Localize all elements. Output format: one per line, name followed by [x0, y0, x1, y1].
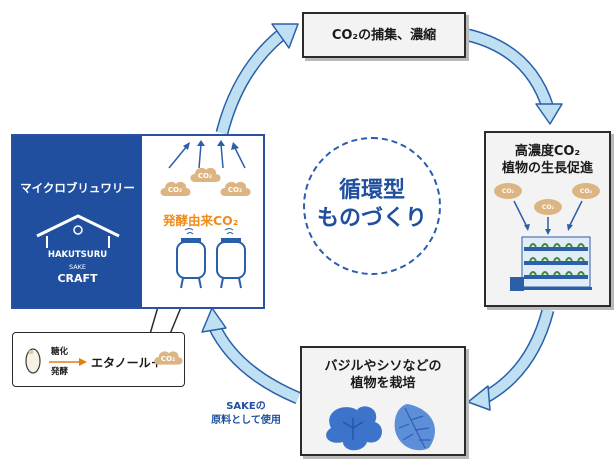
co2-cloud-label: CO₂ — [197, 172, 213, 180]
fermentation-co2-label: 発酵由来CO₂ — [163, 213, 239, 228]
co2-cloud-label: CO₂ — [167, 186, 183, 194]
co2-cloud-label: CO₂ — [160, 355, 176, 363]
cycle-arrow-icon — [201, 307, 301, 404]
fermentation-tank-icon — [176, 228, 206, 289]
logo-craft-text: CRAFT — [57, 272, 98, 285]
leaves-illustration — [326, 404, 435, 451]
ethanol-text: エタノール＋ — [91, 356, 163, 370]
fermentation-tanks — [176, 228, 246, 289]
co2-cloud-icon: CO₂ — [189, 166, 221, 186]
fermentation-label: 発酵 — [51, 367, 69, 377]
co2-cloud-icon: CO₂ — [572, 183, 600, 199]
fermentation-tank-icon — [216, 228, 246, 289]
sake-ingredient-label-1: SAKEの — [226, 401, 266, 412]
step-plant-cultivation-label-2: 植物を栽培 — [350, 376, 416, 391]
co2-cloud-icon: CO₂ — [534, 199, 562, 215]
step-plant-cultivation: バジルやシソなどの 植物を栽培 — [300, 346, 466, 456]
step-co2-capture: CO₂の捕集、濃縮 — [302, 12, 466, 58]
vertical-farm-icon — [510, 236, 592, 291]
step-plant-growth-label-2: 植物の生長促進 — [501, 161, 593, 176]
center-title-line-2: ものづくり — [316, 206, 427, 231]
leaf-icon — [326, 406, 382, 451]
step-plant-cultivation-label-1: バジルやシソなどの — [324, 359, 442, 374]
process-arrow — [49, 358, 87, 366]
step-co2-capture-label: CO₂の捕集、濃縮 — [331, 28, 437, 43]
svg-text:CO₂: CO₂ — [580, 188, 593, 195]
sake-brewery-roof-icon — [36, 214, 120, 248]
co2-cloud-icon: CO₂ — [159, 180, 191, 200]
brewery-brand-block: マイクロブリュワリー HAKUTSURU SAKE CRAFT — [13, 136, 142, 307]
saccharification-label: 糖化 — [51, 347, 69, 357]
rising-arrows — [168, 140, 246, 169]
brewery-label: マイクロブリュワリー — [20, 181, 135, 195]
co2-cloud-icon: CO₂ — [153, 349, 183, 369]
process-callout: 糖化 発酵 エタノール＋ CO₂ — [12, 332, 185, 387]
vertical-farm-illustration: CO₂ CO₂ CO₂ — [494, 183, 600, 291]
cycle-arrow-icon — [466, 28, 563, 125]
sake-ingredient-label: SAKEの 原料として使用 — [186, 400, 306, 428]
logo-brand-text: HAKUTSURU — [47, 250, 108, 260]
step-plant-growth: 高濃度CO₂ 植物の生長促進 CO₂ CO₂ CO₂ — [484, 131, 611, 307]
co2-cloud-icon: CO₂ — [219, 180, 251, 200]
co2-cloud-icon: CO₂ — [494, 183, 522, 199]
logo-sake-text: SAKE — [68, 263, 87, 271]
center-title-line-1: 循環型 — [338, 178, 405, 203]
brewery-panel: マイクロブリュワリー HAKUTSURU SAKE CRAFT CO₂ CO₂ … — [11, 134, 265, 309]
leaf-icon — [394, 404, 435, 451]
co2-cloud-label: CO₂ — [227, 186, 243, 194]
svg-text:CO₂: CO₂ — [542, 204, 555, 211]
step-plant-growth-label-1: 高濃度CO₂ — [514, 144, 581, 159]
cycle-center: 循環型 ものづくり — [303, 137, 441, 275]
cycle-arrow-icon — [215, 23, 299, 135]
center-title: 循環型 ものづくり — [305, 177, 439, 233]
cycle-arrow-icon — [467, 308, 555, 411]
svg-text:CO₂: CO₂ — [502, 188, 515, 195]
sake-ingredient-label-2: 原料として使用 — [211, 415, 281, 426]
rice-grain-icon — [25, 348, 41, 374]
